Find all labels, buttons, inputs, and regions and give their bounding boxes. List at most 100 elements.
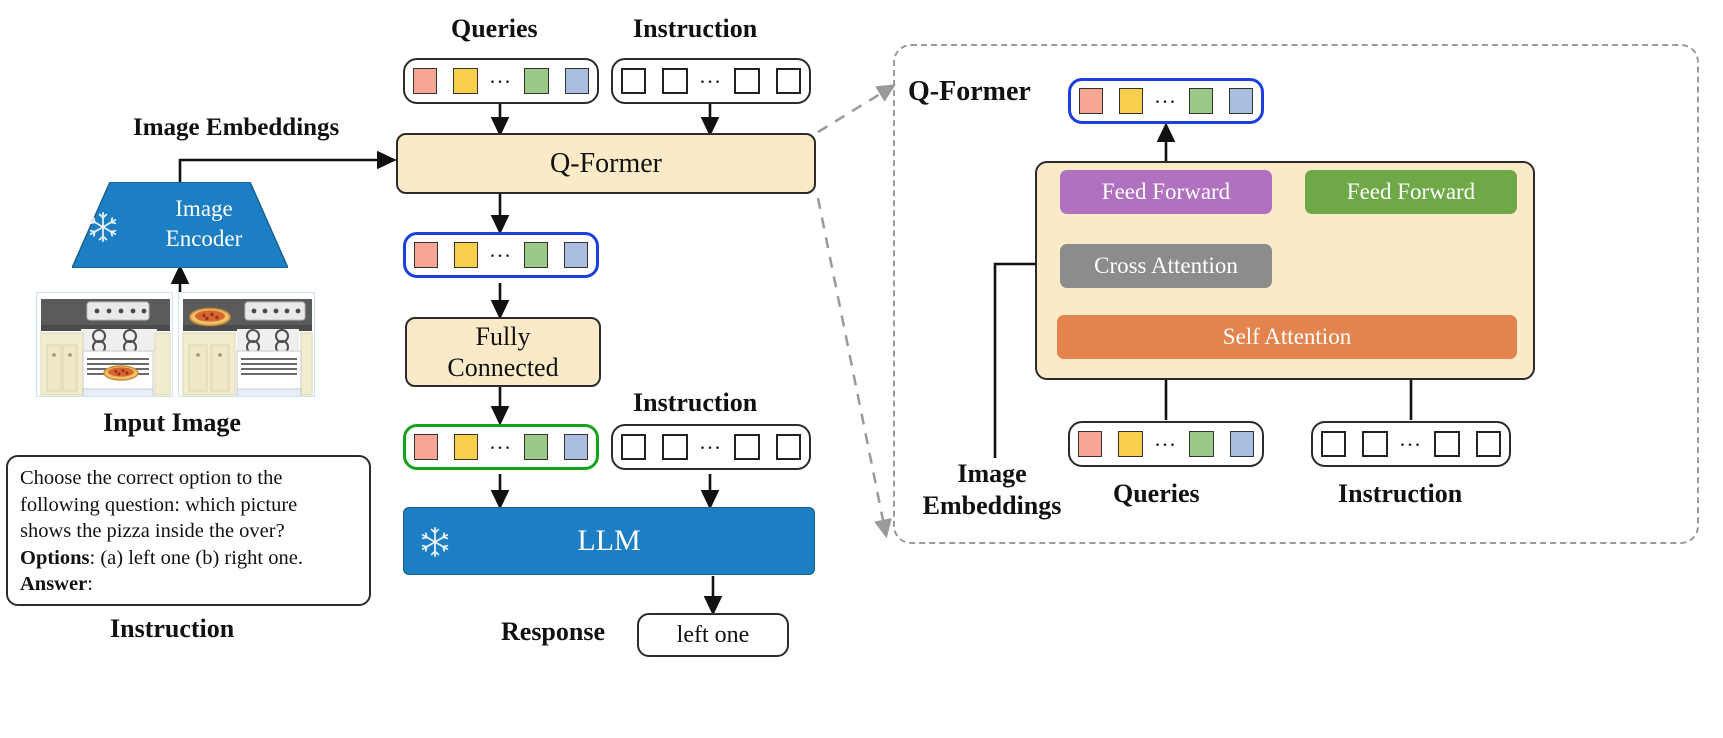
image-encoder-shape [72,182,288,268]
instruction-token-2 [662,434,688,460]
instruction-token-1 [621,434,647,460]
image-embeddings-label-right-line2: Embeddings [922,491,1062,520]
instruction-token-3 [734,68,760,94]
feed-forward-left-label: Feed Forward [1101,179,1231,204]
image-embeddings-label: Image Embeddings [133,114,340,141]
query-token-blue [1229,431,1254,457]
instruction-token-3 [1434,431,1460,457]
qformer-detail-callout [893,44,1699,544]
llm-label: LLM [577,524,641,557]
query-token-yellow [453,434,478,460]
input-image-thumbnail-1[interactable] [36,292,173,397]
instruction-token-2 [1362,431,1388,457]
token-ellipsis: ... [489,429,513,454]
query-token-green [524,242,549,268]
instruction-line-1: Choose the correct option to the [20,467,283,489]
answer-value: : [87,573,93,595]
image-encoder-label-line2: Encoder [165,226,243,251]
query-token-blue [564,68,589,94]
instruction-token-4 [1475,431,1501,457]
qformer-detail-output-tokens[interactable]: ... [1068,78,1264,124]
instruction-line-3: shows the pizza inside the over? [20,520,285,542]
stove-with-pizza-on-top-illustration [179,293,314,396]
query-token-blue [564,242,588,268]
query-token-red [413,68,438,94]
instruction-token-1 [1321,431,1347,457]
instruction-token-3 [734,434,760,460]
feed-forward-right-block[interactable]: Feed Forward [1305,170,1517,214]
token-ellipsis: ... [699,63,723,88]
query-token-blue [564,434,588,460]
token-ellipsis: ... [1154,83,1178,108]
cross-attention-block[interactable]: Cross Attention [1060,244,1272,288]
projected-token-strip[interactable]: ... [403,424,599,470]
instruction-token-4 [775,434,801,460]
image-encoder-label-line1: Image [175,196,233,221]
instruction-label-center-top: Instruction [633,14,758,43]
input-image-thumbnail-2[interactable] [178,292,315,397]
response-label: Response [501,617,606,646]
qformer-detail-title: Q-Former [908,76,1031,107]
token-ellipsis: ... [1399,426,1423,451]
query-token-green [524,434,549,460]
feed-forward-left-block[interactable]: Feed Forward [1060,170,1272,214]
self-attention-block[interactable]: Self Attention [1057,315,1517,359]
instruction-token-strip-center-top[interactable]: ... [611,58,811,104]
image-embeddings-label-right: Image Embeddings [907,458,1077,522]
query-token-red [414,434,438,460]
llm-block[interactable]: LLM [403,507,815,575]
instruction-token-strip-center-bottom[interactable]: ... [611,424,811,470]
query-token-yellow [453,68,478,94]
instruction-token-4 [775,68,801,94]
response-value-box[interactable]: left one [637,613,789,657]
answer-key: Answer [20,573,88,595]
instruction-label-left: Instruction [110,614,235,643]
snowflake-icon [418,525,452,559]
self-attention-label: Self Attention [1222,324,1352,349]
qformer-detail-instruction-strip[interactable]: ... [1311,421,1511,467]
instruction-answer-line: Answer: [20,571,359,598]
qformer-output-token-strip[interactable]: ... [403,232,599,278]
queries-label-center: Queries [451,14,538,43]
options-value: : (a) left one (b) right one. [89,546,303,569]
instruction-label-right: Instruction [1338,479,1463,508]
input-image-label: Input Image [103,408,241,437]
token-ellipsis: ... [489,63,513,88]
query-token-green [524,68,549,94]
instruction-token-1 [621,68,647,94]
qformer-detail-queries-strip[interactable]: ... [1068,421,1264,467]
queries-token-strip-center[interactable]: ... [403,58,599,104]
qformer-block-center[interactable]: Q-Former [396,133,816,194]
token-ellipsis: ... [489,237,513,262]
query-token-blue [1229,88,1253,114]
image-encoder-label: Image Encoder [134,194,274,254]
snowflake-icon [86,210,120,244]
instruction-text-box[interactable]: Choose the correct option to the followi… [6,455,371,606]
instruction-token-2 [662,68,688,94]
response-value: left one [676,621,750,648]
fully-connected-block[interactable]: Fully Connected [405,317,601,387]
query-token-red [1079,88,1103,114]
query-token-red [414,242,438,268]
token-ellipsis: ... [1154,426,1178,451]
stove-with-pizza-inside-oven-illustration [37,293,172,396]
instruction-options-line: Options: (a) left one (b) right one. [20,545,359,572]
instruction-label-center-bottom: Instruction [633,388,758,417]
query-token-yellow [453,242,478,268]
query-token-yellow [1118,88,1143,114]
qformer-label-center: Q-Former [550,147,662,179]
query-token-green [1189,88,1214,114]
query-token-red [1078,431,1103,457]
query-token-green [1189,431,1214,457]
image-embeddings-label-right-line1: Image [957,459,1027,488]
image-encoder-block[interactable]: Image Encoder [72,182,288,268]
feed-forward-right-label: Feed Forward [1346,179,1476,204]
options-key: Options [20,546,90,569]
token-ellipsis: ... [699,429,723,454]
queries-label-right: Queries [1113,479,1200,508]
query-token-yellow [1118,431,1143,457]
cross-attention-label: Cross Attention [1094,253,1238,278]
instruction-line-2: following question: which picture [20,493,298,516]
fully-connected-label-line2: Connected [447,353,559,382]
fully-connected-label-line1: Fully [475,322,531,351]
